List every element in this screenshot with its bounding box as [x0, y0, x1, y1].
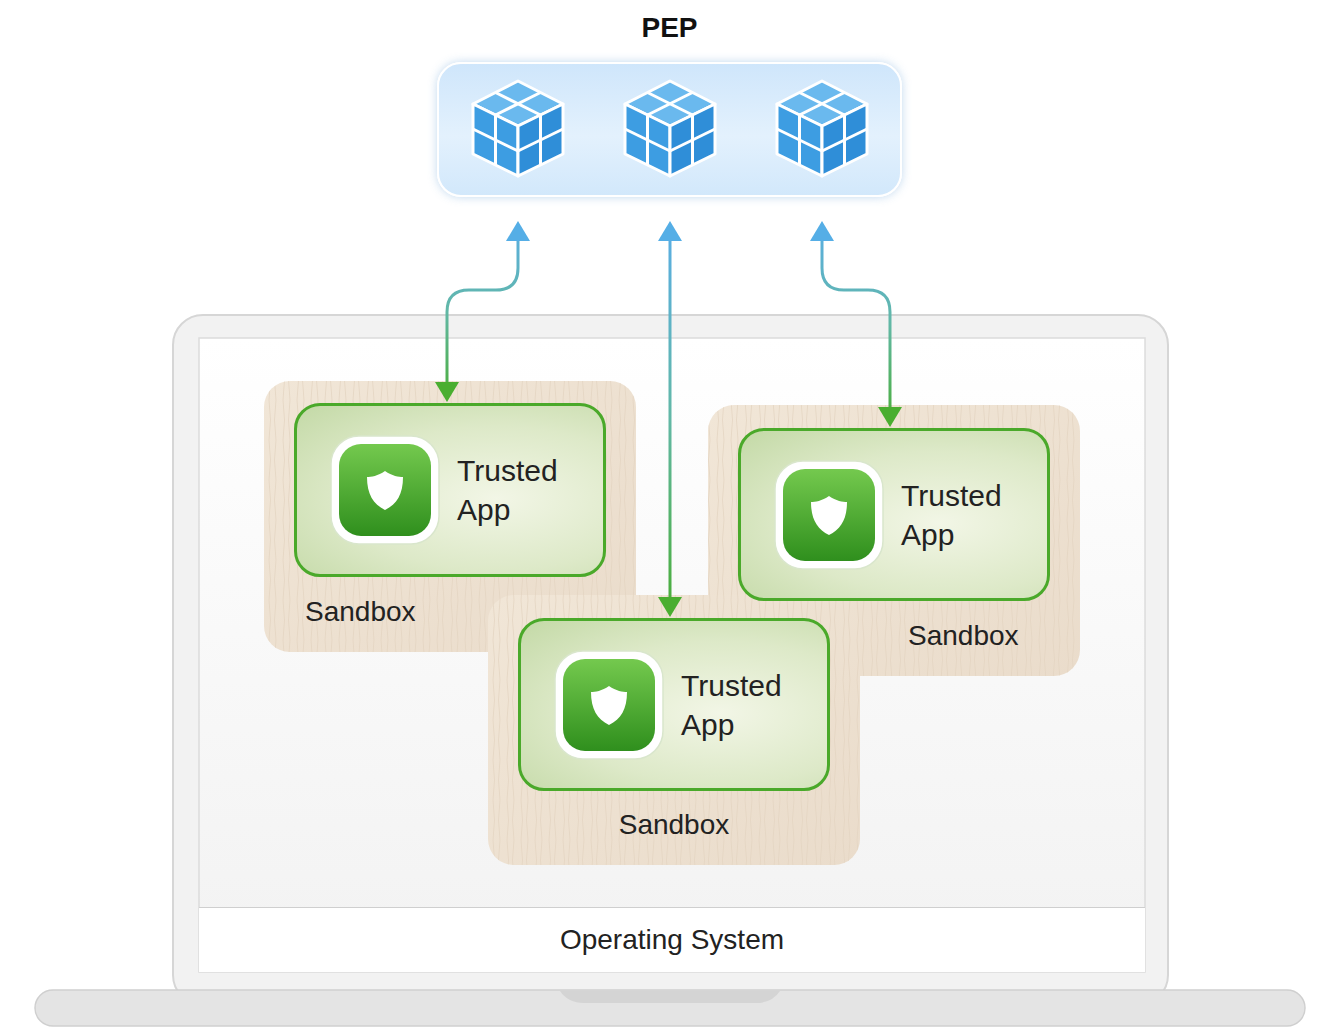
cube-grid-line — [625, 129, 670, 151]
sandbox-box: Sandbox Trusted App — [264, 381, 636, 652]
icon-tile — [339, 444, 431, 536]
bidirectional-connector — [435, 221, 530, 402]
shield-app-icon — [773, 459, 885, 571]
arrowhead-up — [506, 221, 530, 241]
arrowhead-up — [658, 221, 682, 241]
cube-grid-line — [800, 93, 845, 116]
sandbox-box: Sandbox Trusted App — [488, 595, 860, 865]
icon-frame — [555, 651, 663, 759]
laptop-screen — [199, 338, 1145, 972]
pep-box: PEP — [437, 62, 902, 197]
icon-tile — [563, 659, 655, 751]
sandbox-grounds — [264, 381, 1080, 865]
icon-tile — [783, 469, 875, 561]
cube-grid-line — [648, 93, 693, 116]
shield-app-icon — [553, 649, 665, 761]
cube-grid-line — [670, 129, 715, 151]
sandbox-label: Sandbox — [908, 620, 1019, 652]
bidirectional-connector — [658, 221, 682, 617]
connector-line — [822, 235, 890, 411]
cube-grid-line — [648, 93, 693, 116]
shield-symbol — [367, 471, 403, 510]
app-label: Trusted App — [681, 666, 816, 744]
cube-grid-line — [496, 93, 541, 116]
cube-grid-line — [777, 129, 822, 151]
sandbox-label: Sandbox — [305, 596, 416, 628]
laptop-base — [35, 990, 1305, 1026]
cube-grid-line — [518, 129, 563, 151]
shield-app-icon — [329, 434, 441, 546]
sandbox-ground — [488, 595, 860, 865]
arrowhead-down — [435, 382, 459, 402]
app-label: Trusted App — [901, 476, 1036, 554]
laptop-notch — [560, 991, 780, 1003]
os-label: Operating System — [560, 924, 784, 956]
sandbox-texture — [488, 595, 860, 865]
cube-grid-line — [822, 129, 867, 151]
shield-symbol — [591, 686, 627, 725]
arrowhead-up — [810, 221, 834, 241]
cube-grid-line — [496, 93, 541, 116]
arrowhead-down — [658, 597, 682, 617]
app-label: Trusted App — [457, 451, 592, 529]
connector-line — [669, 235, 672, 601]
cube-icons — [437, 62, 902, 197]
sandbox-label: Sandbox — [488, 809, 860, 841]
pep-heading: PEP — [439, 12, 900, 44]
arrowhead-down — [878, 407, 902, 427]
cube-grid-line — [800, 93, 845, 116]
trusted-app-box: Trusted App — [294, 403, 606, 577]
cube-grid-line — [473, 129, 518, 151]
icon-frame — [775, 461, 883, 569]
shield-symbol — [811, 496, 847, 535]
trusted-app-box: Trusted App — [738, 428, 1050, 601]
os-bar: Operating System — [199, 907, 1145, 972]
trusted-app-box: Trusted App — [518, 618, 830, 791]
bidirectional-connector — [810, 221, 902, 427]
icon-frame — [331, 436, 439, 544]
connector-line — [447, 235, 518, 386]
